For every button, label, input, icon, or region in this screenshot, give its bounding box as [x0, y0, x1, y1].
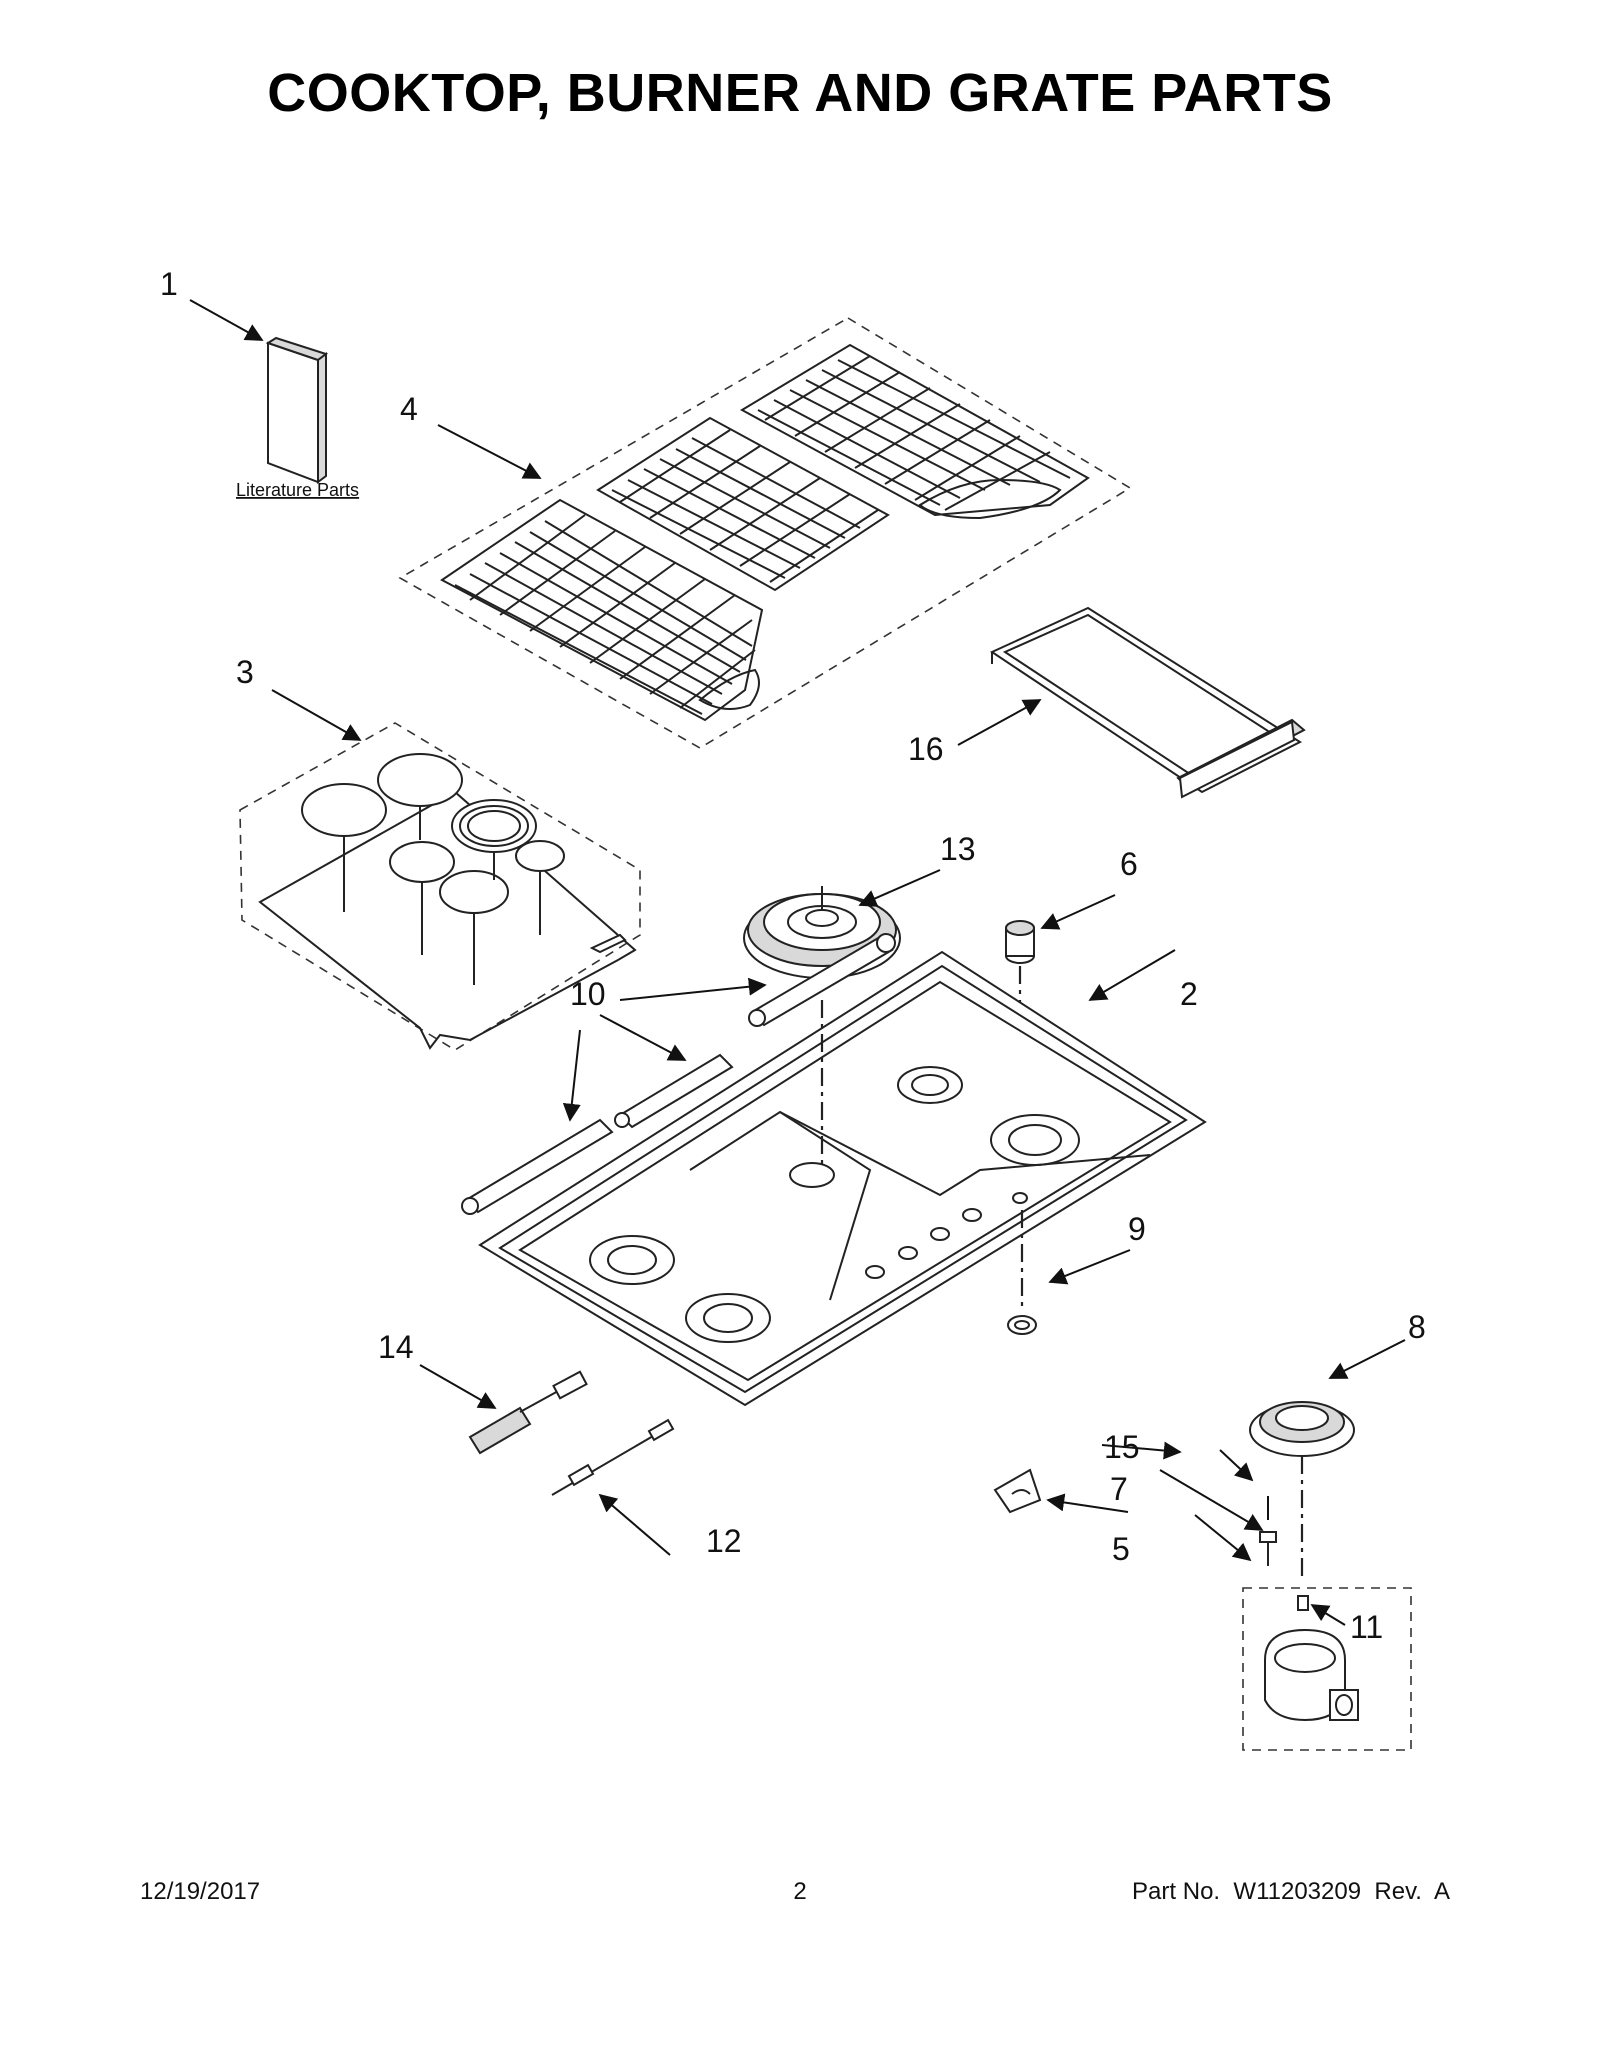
- callout-6: 6: [1120, 846, 1138, 882]
- callout-10: 10: [570, 976, 606, 1012]
- part-7-burner-base: [1242, 1587, 1412, 1751]
- callout-11: 11: [1350, 1609, 1383, 1645]
- callout-2: 2: [1180, 976, 1198, 1012]
- callout-16: 16: [908, 731, 944, 767]
- leader-arrows: [189, 299, 1406, 1626]
- literature-parts-label: Literature Parts: [236, 480, 359, 500]
- callout-7: 7: [1110, 1471, 1128, 1507]
- callout-15: 15: [1104, 1429, 1140, 1465]
- part-4-grates: [398, 317, 1132, 749]
- callout-12: 12: [706, 1523, 742, 1559]
- part-10-rails: [461, 933, 896, 1215]
- callout-4: 4: [400, 391, 418, 427]
- grate-left: [440, 498, 764, 722]
- callout-8: 8: [1408, 1309, 1426, 1345]
- callout-3: 3: [236, 654, 254, 690]
- footer-date: 12/19/2017: [140, 1878, 261, 1905]
- callout-9: 9: [1128, 1211, 1146, 1247]
- callout-5: 5: [1112, 1531, 1130, 1567]
- callout-14: 14: [378, 1329, 414, 1365]
- part-3-elements: [239, 722, 641, 1051]
- grate-middle: [596, 416, 890, 592]
- footer-part-number: Part No. W11203209 Rev. A: [1132, 1878, 1450, 1905]
- part-9-grommet: [1007, 1210, 1037, 1335]
- callout-numbers: 1 2 3 4 5 6 7 8 9 10 11 12 13 14 15 16: [160, 266, 1426, 1645]
- part-2-cooktop: [478, 950, 1207, 1407]
- part-12-electrode: [551, 1418, 675, 1496]
- page-title: COOKTOP, BURNER AND GRATE PARTS: [267, 63, 1333, 123]
- callout-1: 1: [160, 266, 178, 302]
- footer-page-number: 2: [793, 1878, 807, 1905]
- part-14-plug: [468, 1370, 588, 1455]
- part-16-griddle: [989, 606, 1306, 799]
- grate-right: [739, 343, 1090, 520]
- part-1-literature: Literature Parts: [236, 336, 359, 500]
- part-5-clip: [993, 1468, 1042, 1514]
- part-8-burner: [1249, 1401, 1355, 1580]
- part-13-burner: [743, 886, 901, 979]
- callout-13: 13: [940, 831, 976, 867]
- part-15-screw: [1259, 1531, 1277, 1566]
